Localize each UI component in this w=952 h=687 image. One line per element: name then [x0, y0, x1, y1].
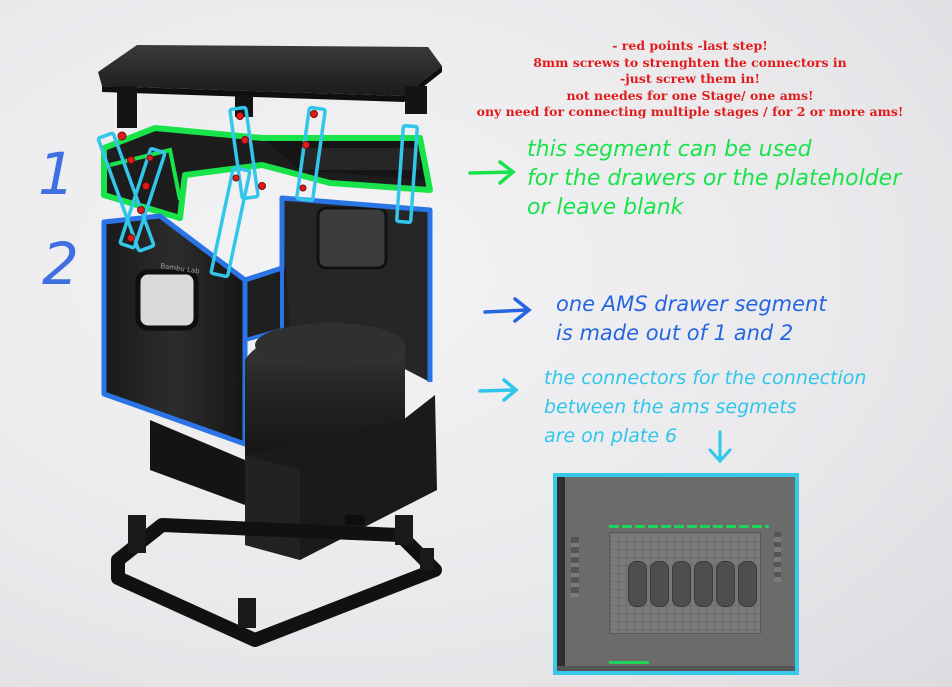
- drawer-segment-note: one AMS drawer segment is made out of 1 …: [556, 290, 827, 348]
- note-line: is made out of 1 and 2: [556, 321, 794, 345]
- preview-right-toolbar: [774, 532, 781, 582]
- red-points-note: - red points -last step! 8mm screws to s…: [440, 38, 940, 121]
- preview-plate-tabs: [609, 525, 769, 528]
- drawer-cylinder: [150, 323, 437, 560]
- segment-usage-note: this segment can be used for the drawers…: [527, 135, 901, 222]
- segment-one-frame: [101, 125, 433, 221]
- segment-one-label: 1: [38, 140, 75, 208]
- connector-part: [738, 561, 757, 607]
- segment-two-label: 2: [42, 230, 79, 298]
- connector-outlines: [96, 105, 419, 279]
- connector-part: [628, 561, 647, 607]
- preview-status-bar: [609, 661, 649, 664]
- note-line: between the ams segmets: [544, 396, 797, 418]
- note-line: one AMS drawer segment: [556, 292, 827, 316]
- connectors-note: the connectors for the connection betwee…: [544, 364, 866, 451]
- note-line: the connectors for the connection: [544, 367, 867, 389]
- arrow-green-icon: [468, 160, 516, 185]
- preview-bottom-bar: [557, 666, 795, 671]
- arrow-cyan-icon: [478, 378, 519, 402]
- connector-part: [716, 561, 735, 607]
- preview-side-toolbar: [571, 537, 579, 597]
- note-line: - red points -last step!: [612, 38, 768, 53]
- note-line: for the drawers or the plateholder: [527, 166, 902, 191]
- note-line: ony need for connecting multiple stages …: [476, 104, 904, 119]
- top-lid: [98, 45, 442, 128]
- connector-part: [672, 561, 691, 607]
- preview-left-strip: [557, 477, 565, 671]
- note-line: 8mm screws to strenghten the connectors …: [533, 54, 847, 70]
- note-line: or leave blank: [527, 195, 684, 220]
- arrow-cyan-down-icon: [708, 430, 732, 464]
- slicer-preview-screenshot: [553, 473, 799, 675]
- screw-points: [117, 110, 318, 242]
- note-line: -just screw them in!: [620, 71, 760, 86]
- connector-part: [694, 561, 713, 607]
- note-line: are on plate 6: [544, 425, 678, 447]
- preview-build-plate: [609, 532, 761, 634]
- note-line: not needes for one Stage/ one ams!: [566, 87, 814, 103]
- base-frame: [111, 515, 442, 647]
- arrow-blue-icon: [483, 297, 532, 323]
- connector-part: [650, 561, 669, 607]
- note-line: this segment can be used: [527, 137, 812, 162]
